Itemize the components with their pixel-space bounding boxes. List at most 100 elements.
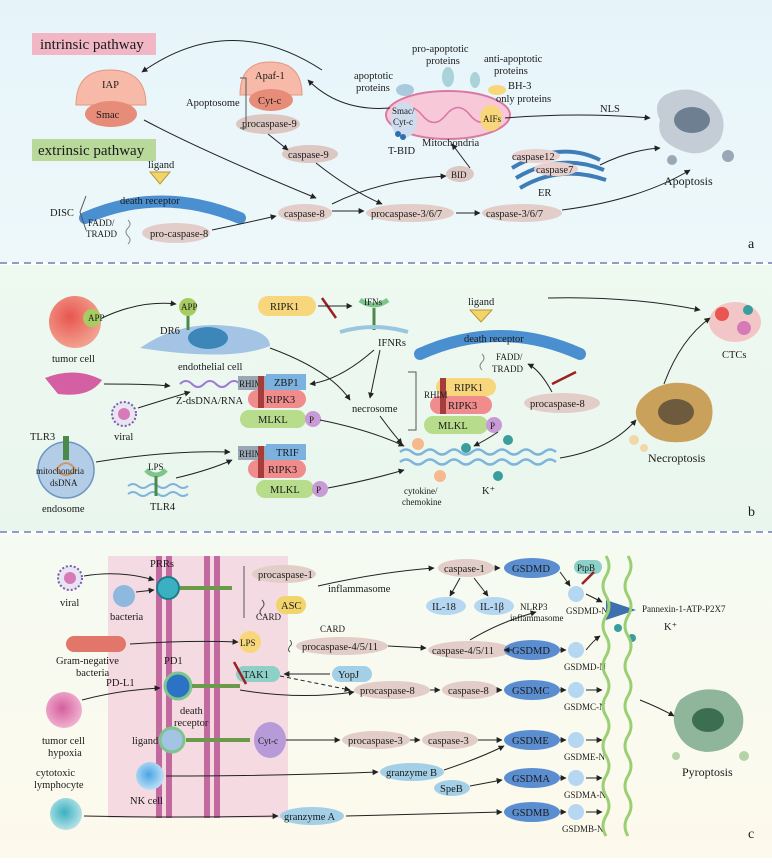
arrow-casp1-to-il18 bbox=[449, 577, 461, 597]
necroptosis-label: Necroptosis bbox=[648, 451, 706, 465]
arrow-endo-to-necrosome bbox=[269, 347, 351, 401]
endothelial-nucleus bbox=[188, 327, 228, 349]
tak1-label: TAK1 bbox=[243, 670, 269, 681]
extrinsic-pathway-label: extrinsic pathway bbox=[38, 143, 145, 159]
p-a-label: P bbox=[309, 415, 314, 425]
arrow-bacteria-to-prrs bbox=[135, 587, 155, 594]
procaspase8-c-label: procaspase-8 bbox=[360, 686, 415, 697]
necroptosis-nucleus bbox=[658, 399, 694, 425]
gsdmd-n2-dot bbox=[568, 642, 584, 658]
fadd-squiggle bbox=[125, 219, 131, 245]
smac-label: Smac bbox=[96, 110, 120, 121]
pannexin-label: Pannexin-1-ATP-P2X7 bbox=[642, 604, 726, 614]
caspase3-shape bbox=[422, 731, 478, 749]
lps-b-label: LPS bbox=[148, 462, 164, 472]
k-plus-b-label: K⁺ bbox=[482, 486, 495, 497]
smac-cytc-blob bbox=[391, 102, 417, 138]
procaspase9-label: procaspase-9 bbox=[242, 119, 297, 130]
viral-c-core bbox=[64, 572, 76, 584]
cytotoxic-label-2: lymphocyte bbox=[34, 780, 84, 791]
card1-squiggle bbox=[259, 599, 265, 617]
arrow-apaf-to-iap bbox=[141, 40, 323, 73]
mitochondria-small bbox=[45, 372, 102, 395]
dsdna-label: dsDNA bbox=[50, 478, 78, 488]
arrow-necrosome-to-membrane bbox=[379, 415, 403, 445]
arrow-pd1-to-procasp8 bbox=[239, 689, 355, 697]
gsdma-label: GSDMA bbox=[512, 774, 550, 785]
apaf1-label: Apaf-1 bbox=[255, 71, 285, 82]
caspase4511-label: caspase-4/5/11 bbox=[432, 646, 494, 657]
necrosome-label: necrosome bbox=[352, 404, 398, 415]
cytokine-dot-2 bbox=[434, 470, 446, 482]
tumor-cell-shape bbox=[49, 296, 101, 348]
arrow-gsdmd-to-n1 bbox=[559, 571, 571, 587]
arrow-mlkl-c-to-membrane bbox=[473, 431, 499, 447]
gsdmb-n-dot bbox=[568, 804, 584, 820]
arrow-casp8-to-bid bbox=[331, 173, 447, 205]
fadd-b-squiggle bbox=[479, 353, 485, 371]
ligand-label: ligand bbox=[148, 160, 175, 171]
trif-box bbox=[266, 444, 306, 460]
gsdme-n-label: GSDME-N bbox=[564, 752, 606, 762]
arrow-viral-to-zdsdna bbox=[137, 390, 191, 409]
inflammasome-label: inflammasome bbox=[328, 584, 391, 595]
il1b-shape bbox=[474, 597, 514, 615]
smac-cytc-label-2: Cyt-c bbox=[393, 117, 413, 127]
app-endo-label: APP bbox=[181, 302, 198, 312]
viral-c-label: viral bbox=[60, 598, 79, 609]
tumor-c-cell bbox=[46, 692, 82, 728]
gsdmd1-shape bbox=[504, 558, 560, 578]
extrinsic-pathway-tag bbox=[32, 139, 156, 161]
k-dot-2 bbox=[493, 471, 503, 481]
arrow-gramneg-to-lps bbox=[129, 638, 239, 645]
tumor-c-label-1: tumor cell bbox=[42, 736, 85, 747]
tbid-dot-1 bbox=[395, 131, 401, 137]
arrow-mlkl-b-to-membrane bbox=[327, 468, 405, 489]
panel-a-letter: a bbox=[748, 237, 755, 252]
death-c-label-1: death bbox=[180, 706, 203, 717]
rhim-label-1: RHIM bbox=[239, 379, 263, 389]
viral-label: viral bbox=[114, 432, 133, 443]
k-c-dot-1 bbox=[614, 624, 622, 632]
granzymeB-label: granzyme B bbox=[386, 768, 437, 779]
ripk1-inhibit-bar bbox=[320, 297, 338, 319]
arrow-inflammasome-to-casp1 bbox=[317, 565, 435, 587]
procaspase1-shape bbox=[252, 565, 316, 583]
app-on-endothelial bbox=[179, 298, 197, 316]
ligand-triangle bbox=[148, 171, 172, 185]
prrs-shape bbox=[156, 576, 180, 600]
k-plus-c-label: K⁺ bbox=[664, 622, 677, 633]
apoptotic-body-1 bbox=[722, 150, 734, 162]
arrow-procasp8-to-casp8 bbox=[211, 214, 277, 231]
anti-apoptotic-protein-blob bbox=[488, 85, 506, 95]
ctc-cell-3 bbox=[743, 305, 753, 315]
gsdma-n-dot bbox=[568, 770, 584, 786]
arrow-tak1-to-procasp8 bbox=[279, 675, 351, 692]
cytc-label: Cyt-c bbox=[258, 96, 282, 107]
lps-c-label: LPS bbox=[240, 638, 256, 648]
gsdmc-label: GSDMC bbox=[512, 686, 549, 697]
bh3-label-1: BH-3 bbox=[508, 81, 531, 92]
card1-label: CARD bbox=[256, 612, 282, 622]
arrow-tlr4-to-trif bbox=[175, 459, 233, 479]
cytokine-label-1: cytokine/ bbox=[404, 486, 438, 496]
pore-membrane-2 bbox=[623, 555, 633, 837]
ptpb-inhibit-bar bbox=[581, 571, 595, 585]
pro-apoptotic-protein-blob bbox=[442, 67, 454, 87]
apoptotic-label-2: proteins bbox=[356, 83, 390, 94]
mlkl-a-box bbox=[240, 410, 306, 428]
p-b-label: P bbox=[316, 485, 321, 495]
death-receptor-b-shape bbox=[414, 330, 586, 360]
procaspase8-b-shape bbox=[524, 393, 600, 413]
gsdme-label: GSDME bbox=[512, 736, 549, 747]
procaspase4511-label: procaspase-4/5/11 bbox=[302, 642, 378, 653]
mlkl-b-label: MLKL bbox=[270, 485, 300, 496]
death-c-label-2: receptor bbox=[174, 718, 209, 729]
fadd-b-label-2: TRADD bbox=[492, 364, 523, 374]
mitochondria-cristae bbox=[395, 106, 497, 124]
arrow-necroptosis-to-ctcs bbox=[663, 317, 711, 385]
apoptotic-body-2 bbox=[667, 155, 677, 165]
nk-cell bbox=[136, 762, 164, 790]
gram-neg-shape bbox=[66, 636, 126, 652]
